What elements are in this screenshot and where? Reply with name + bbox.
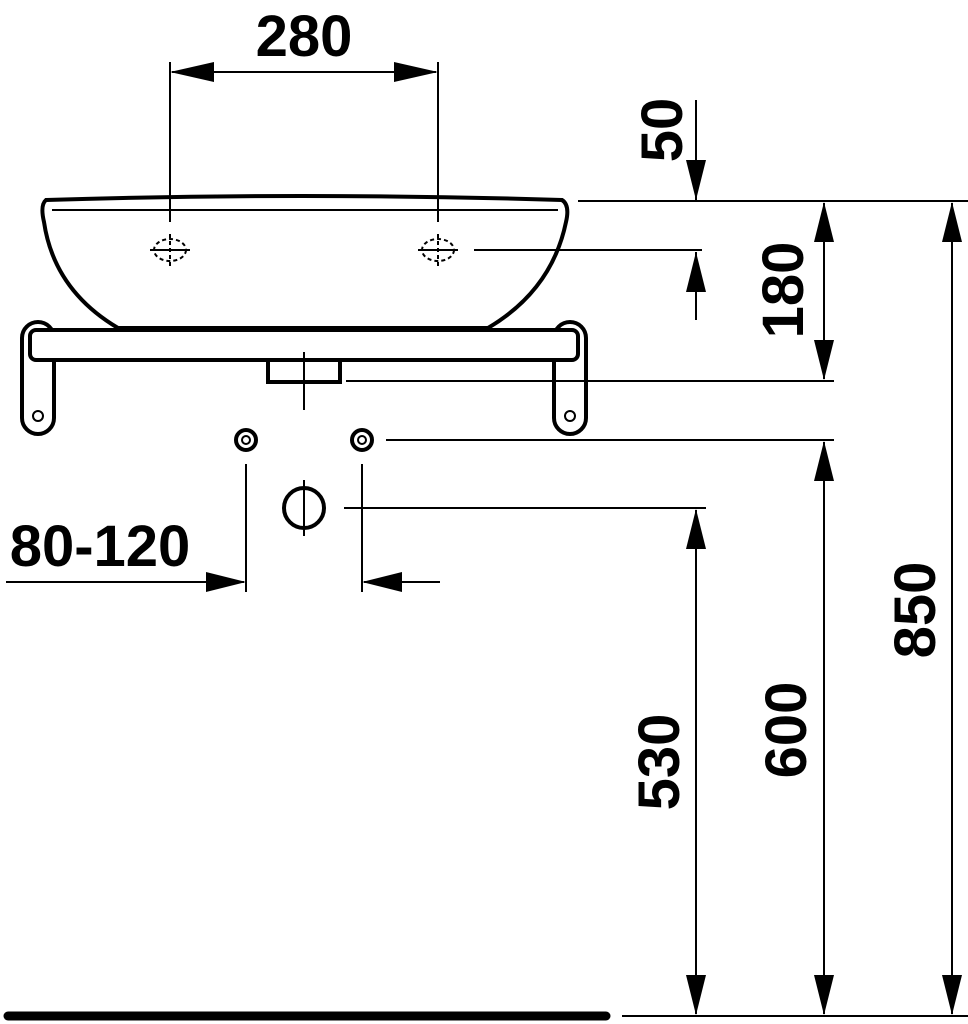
tap-hole-left — [150, 234, 190, 266]
dimension-label-supply-spacing: 80-120 — [10, 514, 191, 579]
dimension-rim-to-tap: 50 — [474, 98, 968, 320]
supply-left — [234, 428, 258, 452]
supply-connection-icon — [234, 428, 258, 452]
right-leg-hole — [564, 410, 576, 422]
dimension-supply-spacing: 80-120 — [6, 464, 440, 592]
dimension-basin-height: 180 — [346, 202, 834, 382]
basin-bowl — [40, 194, 570, 330]
supply-connection-icon — [350, 428, 374, 452]
tap-hole-right — [418, 234, 458, 266]
dimension-label-rim-to-tap: 50 — [630, 98, 695, 163]
dimension-label-supply-height: 600 — [754, 682, 819, 779]
dimension-label-basin-height: 180 — [751, 242, 816, 339]
waste-outlet — [282, 480, 326, 536]
left-leg-hole — [32, 410, 44, 422]
dimension-label-tap-spacing: 280 — [256, 4, 353, 69]
dimension-label-rim-height: 850 — [883, 562, 948, 659]
dimension-label-waste-height: 530 — [627, 714, 692, 811]
supply-right — [350, 428, 374, 452]
dimension-waste-height: 530 — [344, 507, 706, 1015]
dimension-tap-spacing: 280 — [169, 4, 439, 222]
washbasin — [40, 194, 570, 330]
dimension-supply-height: 600 — [386, 439, 834, 1015]
dimension-rim-height: 850 — [883, 202, 962, 1015]
